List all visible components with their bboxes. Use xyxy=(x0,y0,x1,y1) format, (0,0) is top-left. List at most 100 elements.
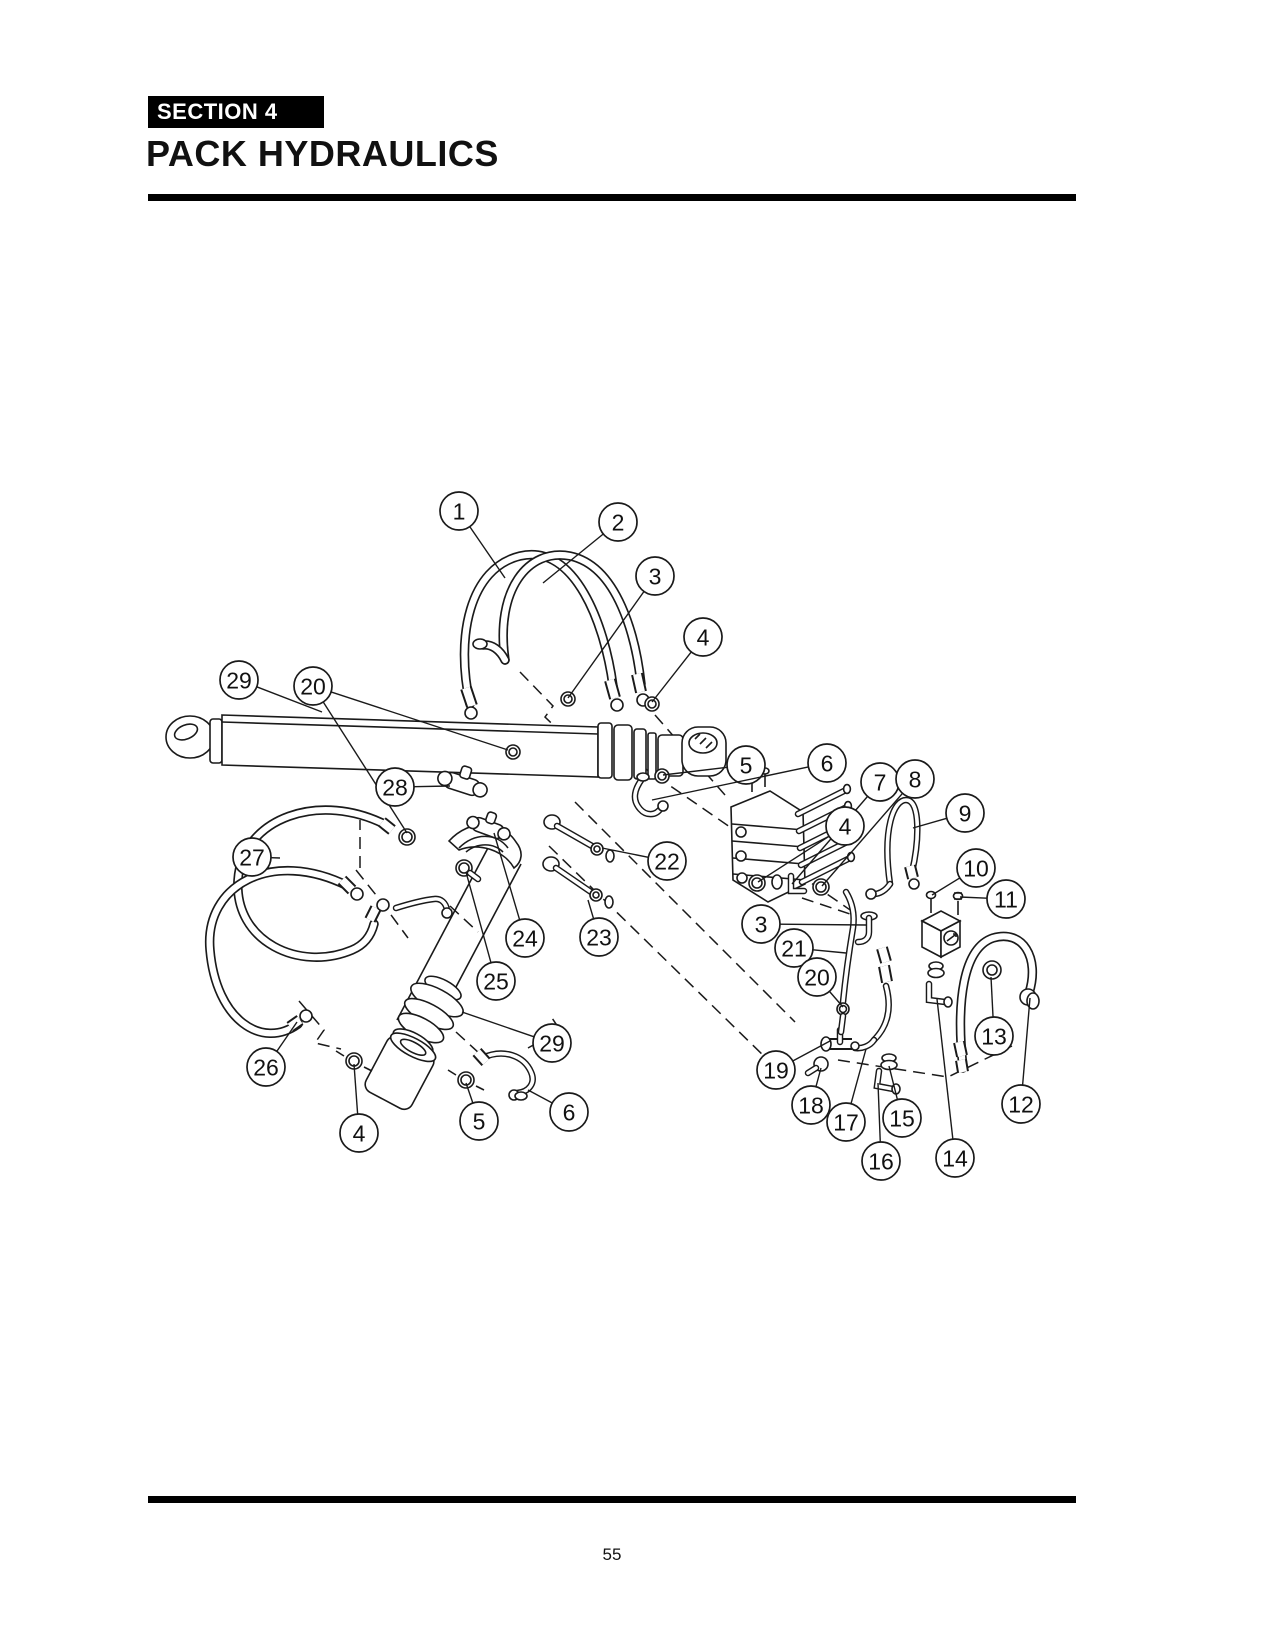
elbow-hose-6-bottom xyxy=(472,1047,536,1101)
callout-number: 6 xyxy=(821,750,834,776)
leader-line xyxy=(990,976,994,1018)
fitting-20-left xyxy=(398,828,416,846)
leader-line xyxy=(912,817,947,829)
callout-balloon xyxy=(579,917,619,957)
callout-6: 6 xyxy=(527,1089,589,1132)
callout-number: 5 xyxy=(473,1108,486,1134)
leader-line xyxy=(493,832,521,920)
callout-balloon xyxy=(895,759,935,799)
callout-26: 26 xyxy=(246,1021,298,1087)
callout-number: 11 xyxy=(994,886,1018,912)
callout-number: 25 xyxy=(483,968,509,994)
callout-12: 12 xyxy=(1001,997,1041,1124)
callout-balloon xyxy=(807,743,847,783)
leader-line xyxy=(757,835,830,883)
callout-22: 22 xyxy=(601,841,687,881)
leader-line xyxy=(413,785,451,788)
cap-15 xyxy=(880,1053,898,1071)
section-badge: SECTION 4 xyxy=(148,96,324,128)
leader-line xyxy=(276,1021,298,1052)
hose-12 xyxy=(953,931,1040,1073)
fitting-5-bottom xyxy=(447,1069,485,1091)
elbow-hose-6-top xyxy=(631,772,669,818)
callout-number: 14 xyxy=(942,1145,968,1171)
leader-line xyxy=(353,1063,359,1115)
callout-balloon xyxy=(726,745,766,785)
callout-27: 27 xyxy=(232,837,281,877)
leader-line xyxy=(662,766,728,776)
callout-16: 16 xyxy=(861,1082,901,1181)
return-hose-chain xyxy=(804,888,901,1095)
hose-1 xyxy=(459,549,624,720)
callout-balloon xyxy=(945,793,985,833)
callout-number: 3 xyxy=(649,563,662,589)
fitting-5-top xyxy=(654,768,670,784)
leader-line xyxy=(256,686,323,713)
callout-number: 29 xyxy=(539,1030,565,1056)
callout-balloon xyxy=(935,1138,975,1178)
footer-rule xyxy=(148,1496,1076,1503)
callout-number: 24 xyxy=(512,925,538,951)
callout-number: 17 xyxy=(833,1109,859,1135)
callout-number: 12 xyxy=(1008,1091,1034,1117)
callout-24: 24 xyxy=(493,832,545,958)
pin-23 xyxy=(542,856,614,909)
callout-2: 2 xyxy=(542,502,638,584)
callout-balloon xyxy=(882,1098,922,1138)
callout-number: 19 xyxy=(763,1057,789,1083)
callout-balloon xyxy=(1001,1084,1041,1124)
callout-28: 28 xyxy=(375,767,451,807)
callout-balloon xyxy=(232,837,272,877)
leader-line xyxy=(931,877,961,896)
block-stud-10 xyxy=(925,890,937,900)
callout-11: 11 xyxy=(959,879,1026,919)
callout-3: 3 xyxy=(567,556,675,699)
callout-23: 23 xyxy=(579,899,619,957)
callout-number: 18 xyxy=(798,1092,824,1118)
callout-number: 1 xyxy=(453,498,466,524)
callout-19: 19 xyxy=(756,1040,831,1090)
callout-balloon xyxy=(797,957,837,997)
callout-10: 10 xyxy=(931,848,996,896)
leader-line xyxy=(792,1040,831,1062)
callout-29: 29 xyxy=(461,1011,572,1063)
callout-balloon xyxy=(791,1085,831,1125)
callout-number: 7 xyxy=(874,769,887,795)
leader-line xyxy=(850,1048,867,1104)
leader-line xyxy=(651,766,809,801)
callout-number: 15 xyxy=(889,1105,915,1131)
leader-line xyxy=(877,1082,881,1143)
leader-line xyxy=(465,871,492,963)
callout-14: 14 xyxy=(935,998,975,1178)
hose-2 xyxy=(472,550,650,707)
callout-number: 27 xyxy=(239,844,265,870)
callout-balloon xyxy=(505,918,545,958)
callout-number: 26 xyxy=(253,1054,279,1080)
callout-balloon xyxy=(825,806,865,846)
pin-22 xyxy=(543,814,615,863)
leader-line xyxy=(815,1067,822,1087)
callout-balloon xyxy=(339,1113,379,1153)
callout-balloon xyxy=(635,556,675,596)
callout-6: 6 xyxy=(651,743,847,801)
upper-cylinder xyxy=(165,714,727,781)
callout-number: 13 xyxy=(981,1023,1007,1049)
fitting-25 xyxy=(455,859,482,883)
barrel-cup xyxy=(364,1032,437,1111)
callout-balloon xyxy=(246,1047,286,1087)
callout-4: 4 xyxy=(339,1063,379,1153)
leader-line xyxy=(527,1089,553,1104)
callout-balloon xyxy=(549,1092,589,1132)
block-bottom-elbow-14 xyxy=(925,961,953,1008)
callout-number: 22 xyxy=(654,848,680,874)
callout-20: 20 xyxy=(797,957,844,1008)
leader-line xyxy=(465,1082,474,1104)
hose-9 xyxy=(865,796,921,900)
callout-balloon xyxy=(774,928,814,968)
callout-4: 4 xyxy=(757,806,865,883)
callout-9: 9 xyxy=(912,793,985,833)
leader-line xyxy=(888,1065,899,1100)
leader-line xyxy=(651,651,692,703)
title-rule xyxy=(148,194,1076,201)
